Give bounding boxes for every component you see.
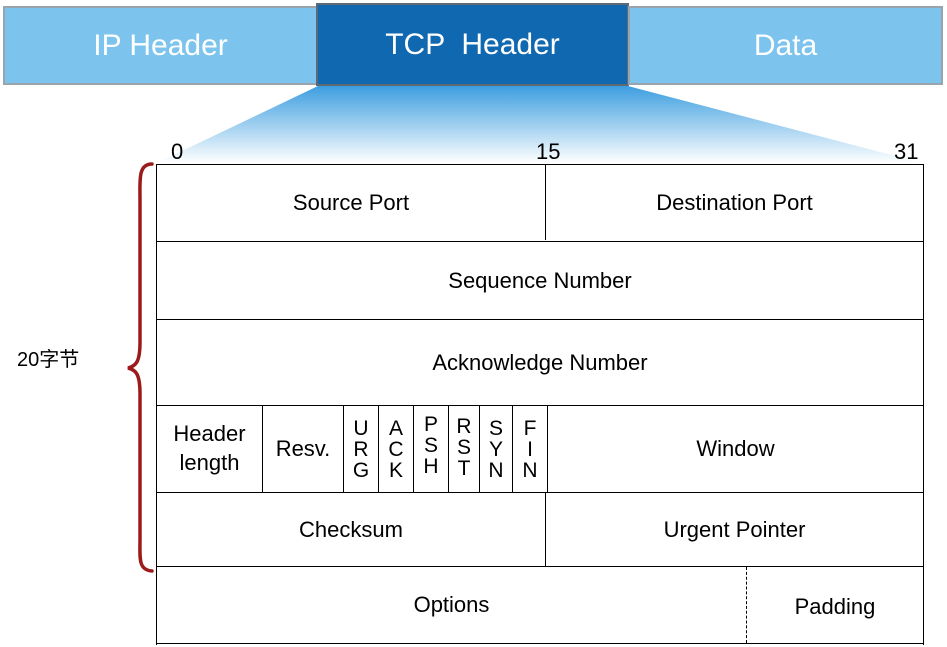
flag-letter: Y: [488, 437, 503, 461]
field-label: Checksum: [299, 516, 403, 542]
row-divider: [156, 492, 924, 493]
field-checksum: Checksum: [157, 493, 545, 566]
bit-label-15: 15: [536, 139, 561, 164]
row-divider: [156, 405, 924, 406]
field-urgent-pointer: Urgent Pointer: [546, 493, 923, 566]
data-segment: Data: [628, 6, 943, 85]
field-label: Options: [413, 592, 490, 618]
field-sequence-number: Sequence Number: [157, 242, 923, 319]
flag-letter: K: [388, 458, 403, 482]
zoom-trapezoid: [157, 86, 922, 163]
field-label: Resv.: [275, 436, 331, 462]
column-divider: [343, 405, 344, 492]
flag-letter: I: [527, 437, 533, 461]
field-reserved: Resv.: [263, 406, 343, 492]
field-label-line1: Header: [173, 421, 246, 447]
field-label: Sequence Number: [448, 267, 632, 293]
flag-letter: U: [353, 416, 369, 440]
field-label: Urgent Pointer: [663, 516, 806, 542]
bit-label-0: 0: [171, 139, 184, 164]
column-divider: [545, 164, 546, 240]
field-window: Window: [548, 406, 923, 492]
tcp-header-label: TCP Header: [385, 27, 560, 61]
field-padding: Padding: [747, 567, 923, 647]
field-label: Source Port: [292, 190, 410, 216]
flag-letter: S: [456, 435, 471, 459]
flag-letter: A: [388, 416, 403, 440]
dashed-divider: [746, 567, 747, 643]
flag-letter: G: [352, 458, 370, 482]
flag-psh: P S H: [414, 406, 448, 484]
flag-urg: U R G: [344, 410, 378, 488]
field-label: Destination Port: [656, 190, 813, 216]
byte-count-label: 20字节: [17, 349, 80, 371]
flag-rst: R S T: [449, 408, 479, 486]
flag-letter: S: [423, 433, 438, 457]
flag-letter: R: [456, 414, 472, 438]
flag-letter: S: [488, 416, 503, 440]
column-divider: [448, 405, 449, 492]
field-label-line2: length: [179, 450, 240, 475]
field-source-port: Source Port: [157, 165, 545, 241]
flag-letter: T: [457, 456, 471, 480]
flag-letter: C: [388, 437, 404, 461]
flag-letter: N: [488, 458, 504, 482]
column-divider: [547, 405, 548, 492]
flag-ack: A C K: [379, 410, 413, 488]
flag-letter: P: [423, 412, 438, 436]
flag-letter: R: [353, 437, 369, 461]
row-divider: [156, 566, 924, 567]
flag-syn: S Y N: [480, 410, 512, 488]
bit-label-31: 31: [894, 139, 919, 164]
ip-header-segment: IP Header: [3, 6, 318, 85]
field-label: Window: [696, 436, 775, 462]
row-divider: [156, 241, 924, 242]
data-label: Data: [753, 28, 818, 62]
ip-header-label: IP Header: [93, 28, 228, 62]
field-acknowledge-number: Acknowledge Number: [157, 320, 923, 405]
flag-fin: F I N: [513, 410, 547, 488]
flag-letter: N: [522, 458, 538, 482]
flag-letter: H: [423, 454, 439, 478]
flag-letter: F: [523, 416, 537, 440]
field-header-length: Header length: [157, 406, 262, 492]
column-divider: [545, 492, 546, 566]
field-label: Padding: [794, 594, 876, 620]
row-divider: [156, 319, 924, 320]
column-divider: [479, 405, 480, 492]
column-divider: [378, 405, 379, 492]
tcp-header-segment: TCP Header: [316, 3, 629, 86]
field-label: Acknowledge Number: [432, 349, 648, 375]
field-options: Options: [157, 567, 746, 643]
row-divider: [156, 643, 924, 644]
column-divider: [262, 405, 263, 492]
tcp-header-table: [156, 164, 924, 645]
column-divider: [512, 405, 513, 492]
bracket-brace: [127, 162, 154, 573]
column-divider: [413, 405, 414, 492]
field-destination-port: Destination Port: [546, 165, 923, 241]
